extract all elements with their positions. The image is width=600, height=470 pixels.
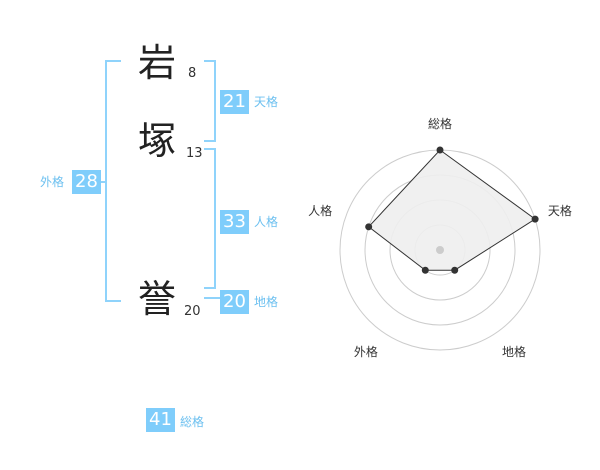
radar-point — [531, 215, 539, 223]
radar-center-dot — [436, 246, 444, 254]
radar-point — [365, 223, 373, 231]
radar-point — [421, 266, 429, 274]
chikaku-label: 地格 — [254, 295, 279, 309]
chikaku-value-badge: 20 — [220, 290, 249, 314]
radar-axis-label: 天格 — [548, 203, 572, 218]
jinkaku-bracket — [204, 148, 216, 289]
radar-axis-label: 人格 — [308, 203, 332, 218]
soukaku-label: 総格 — [180, 415, 205, 429]
gaikaku-bracket — [105, 60, 121, 302]
stroke-count-3: 20 — [184, 304, 201, 319]
name-char-2: 塚 — [138, 119, 177, 163]
tenkaku-label: 天格 — [254, 95, 279, 109]
tenkaku-value-badge: 21 — [220, 90, 249, 114]
stroke-count-1: 8 — [188, 66, 197, 81]
radar-area — [367, 149, 536, 271]
jinkaku-label: 人格 — [254, 215, 279, 229]
gaikaku-connector — [100, 181, 105, 183]
name-char-3: 誉 — [138, 277, 177, 321]
tenkaku-bracket — [204, 60, 216, 142]
radar-axis-label: 総格 — [428, 116, 452, 131]
radar-axis-label: 外格 — [354, 344, 378, 359]
jinkaku-value-badge: 33 — [220, 210, 249, 234]
name-char-1: 岩 — [138, 41, 177, 85]
radar-axis-label: 地格 — [502, 344, 526, 359]
soukaku-value-badge: 41 — [146, 408, 175, 432]
gaikaku-value-badge: 28 — [72, 170, 101, 194]
stroke-count-2: 13 — [186, 146, 203, 161]
chikaku-connector — [204, 297, 220, 299]
radar-point — [451, 266, 459, 274]
gaikaku-label: 外格 — [40, 175, 65, 189]
radar-point — [436, 146, 444, 154]
